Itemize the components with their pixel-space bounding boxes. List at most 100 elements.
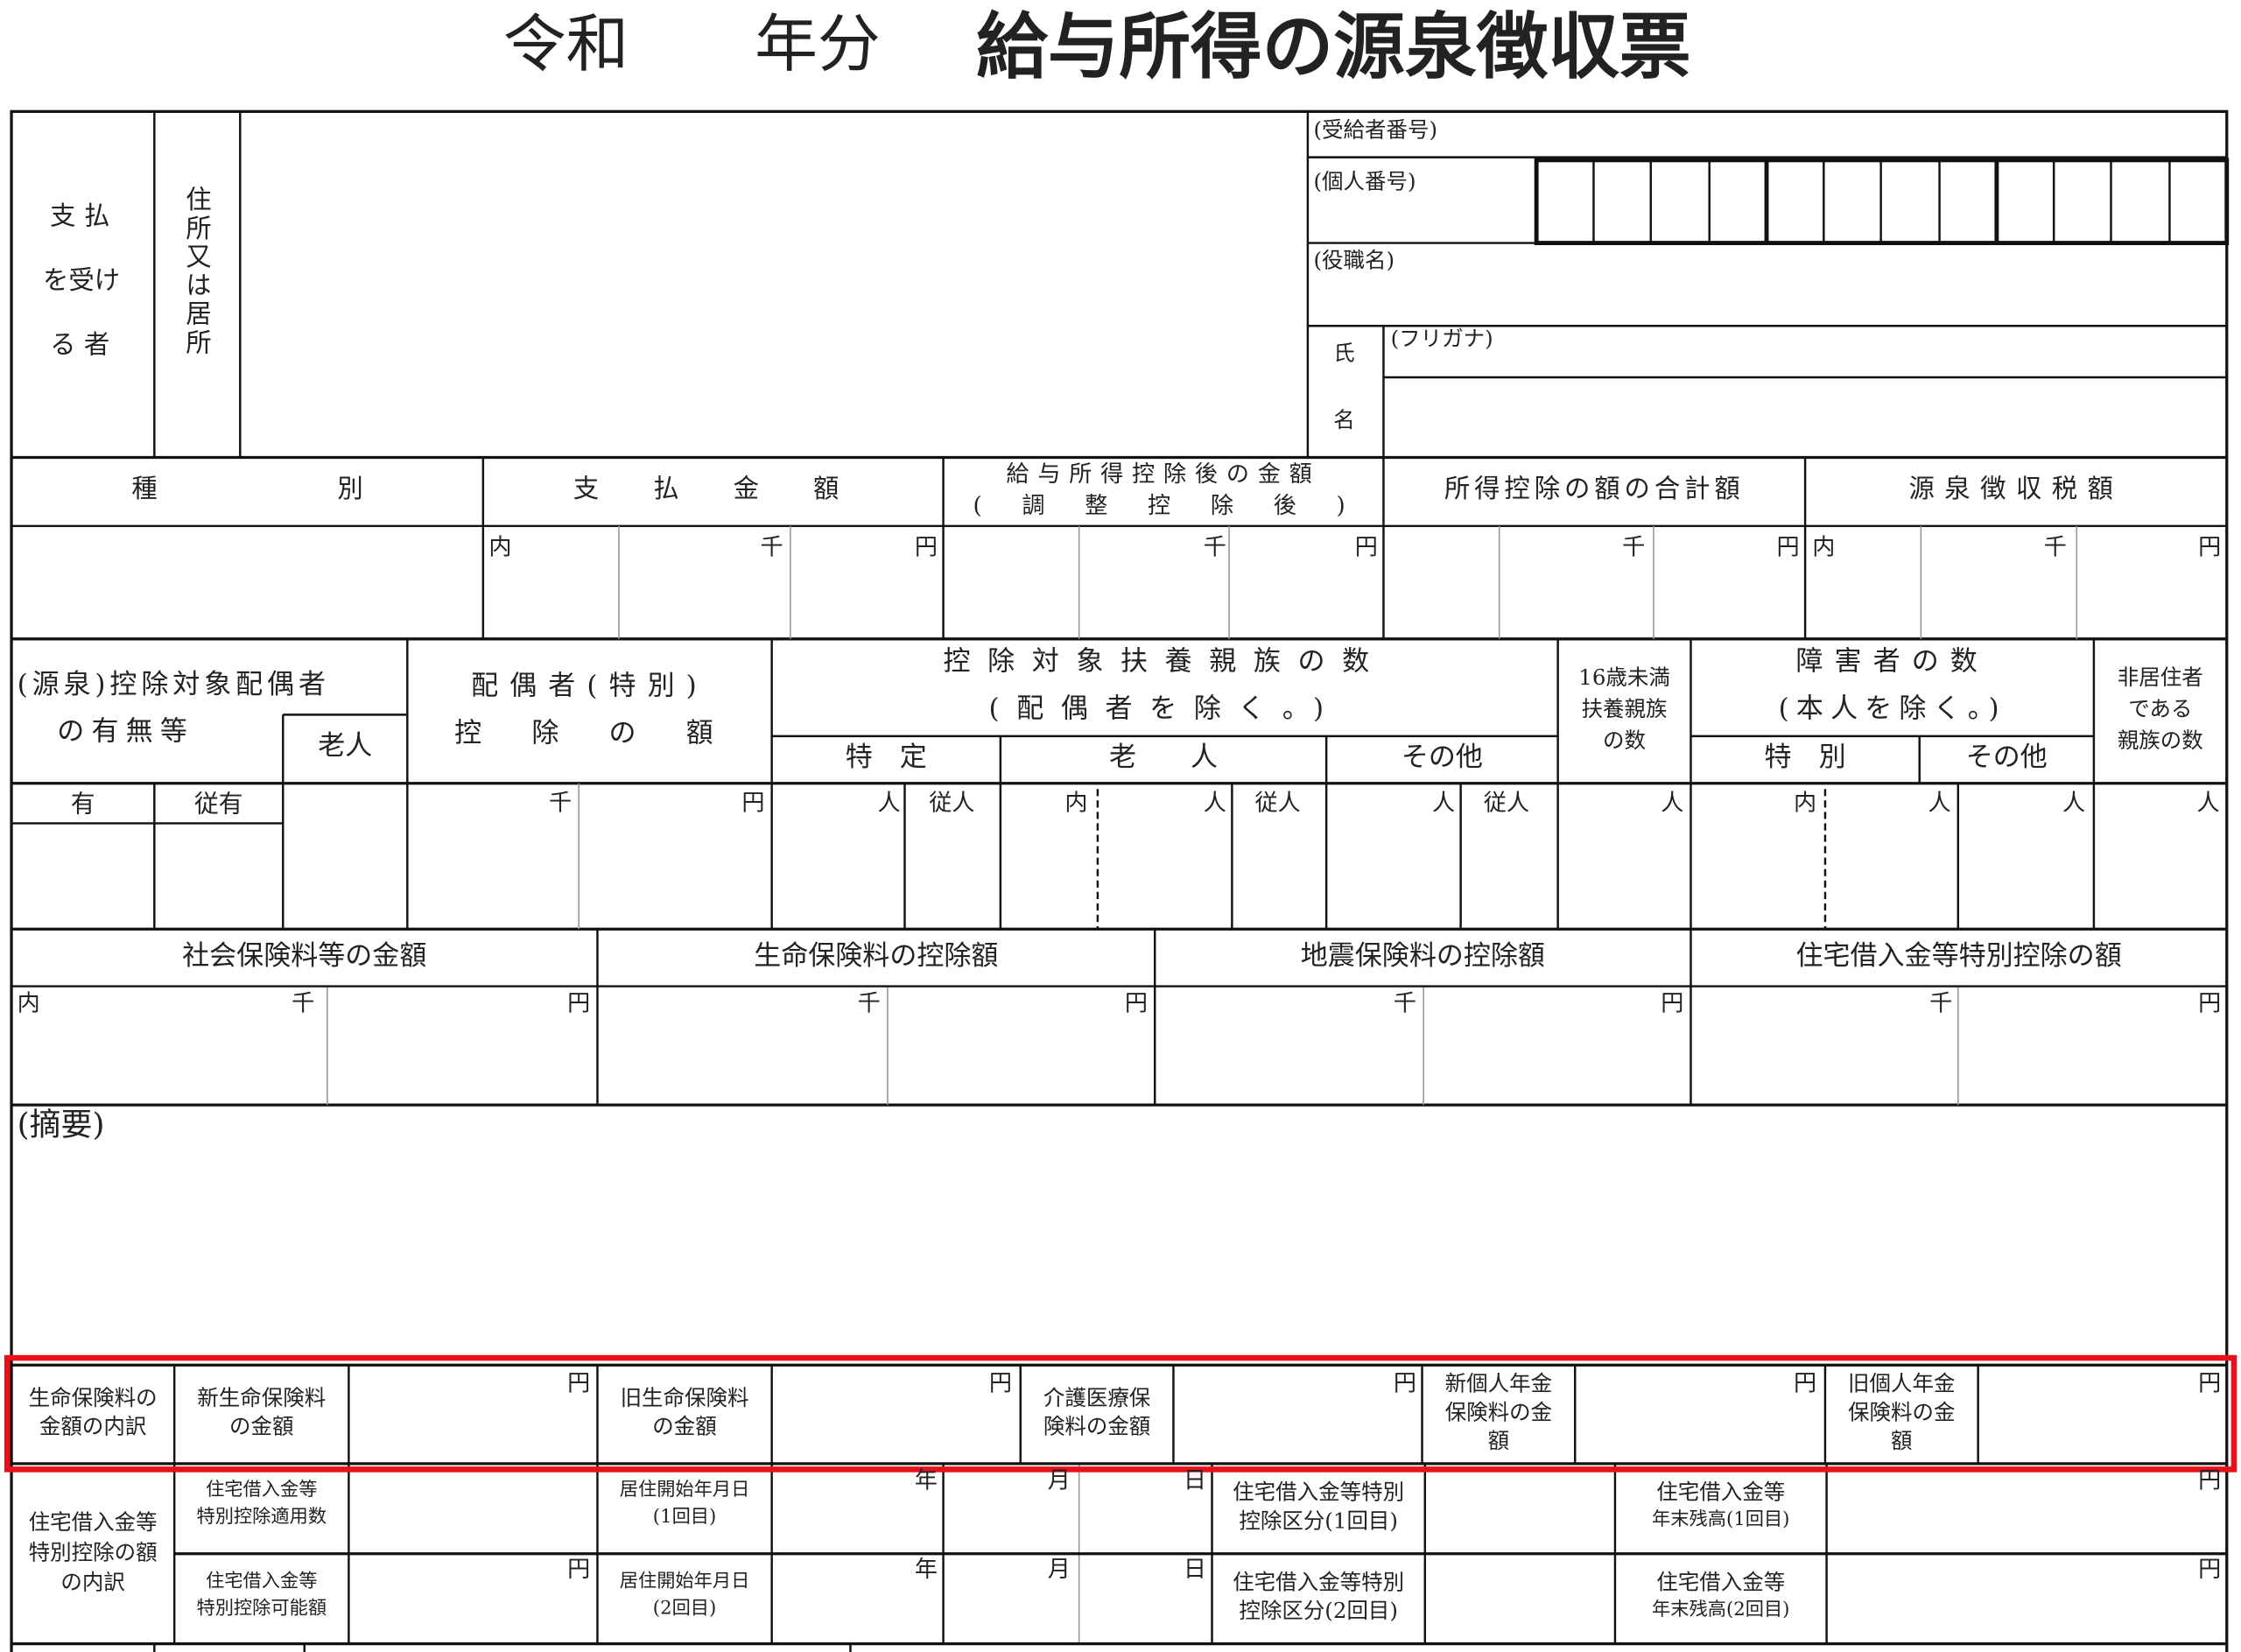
- balance-2-label-b: 年末残高(2回目): [1652, 1599, 1790, 1621]
- unit-thousand: 千: [1929, 988, 1953, 1016]
- new-pension-label-3: 額: [1487, 1428, 1510, 1454]
- name-label-2: 名: [1333, 407, 1355, 433]
- unit-year: 年: [914, 1466, 938, 1494]
- unit-thousand: 千: [1622, 532, 1646, 561]
- new-pension-label-1: 新個人年金: [1444, 1370, 1553, 1397]
- elderly-header: 老人: [318, 730, 373, 763]
- recipient-label-3: る 者: [50, 330, 110, 361]
- housing-breakdown-label-1: 住宅借入金等: [28, 1509, 158, 1536]
- social-insurance-header: 社会保険料等の金額: [182, 940, 427, 973]
- unit-thousand: 千: [1393, 988, 1417, 1016]
- remarks-label: (摘要): [17, 1107, 105, 1144]
- new-life-label-2: の金額: [229, 1413, 294, 1440]
- has-spouse-header: 有: [70, 790, 95, 819]
- address-field[interactable]: [243, 115, 1305, 455]
- old-pension-label-2: 保険料の金: [1848, 1399, 1956, 1425]
- category-1-label-a: 住宅借入金等特別: [1233, 1479, 1405, 1506]
- after-deduction-header-1: 給与所得控除後の金額: [1006, 460, 1321, 488]
- unit-inner: 内: [17, 988, 40, 1016]
- disabled-other-header: その他: [1965, 742, 2048, 774]
- category-1-label-b: 控除区分(1回目): [1239, 1508, 1398, 1534]
- new-pension-label-2: 保険料の金: [1444, 1399, 1553, 1425]
- disabled-header-1: 障害者の数: [1795, 645, 1989, 678]
- other-header: その他: [1401, 742, 1483, 774]
- possible-amount-label-2: 特別控除可能額: [196, 1598, 327, 1620]
- unit-yen: 円: [567, 1555, 591, 1583]
- unit-yen: 円: [2198, 1369, 2222, 1397]
- address-label: 住所又は居所: [181, 186, 212, 358]
- under16-header-1: 16歳未満: [1578, 664, 1670, 691]
- type-header: 種 別: [131, 475, 363, 505]
- unit-yen: 円: [2198, 532, 2222, 561]
- nonresident-header-1: 非居住者: [2117, 664, 2203, 691]
- unit-person: 人: [877, 789, 901, 817]
- old-header: 老 人: [1108, 742, 1219, 774]
- my-number-label: (個人番号): [1313, 168, 1416, 195]
- after-deduction-header-2: ( 調 整 控 除 後 ): [973, 491, 1354, 519]
- total-deductions-header: 所得控除の額の合計額: [1444, 475, 1745, 505]
- unit-inner: 内: [1812, 532, 1836, 561]
- category-2-label-a: 住宅借入金等特別: [1233, 1569, 1405, 1596]
- start-date-1-label-b: (1回目): [652, 1506, 717, 1529]
- unit-yen: 円: [1124, 988, 1149, 1016]
- unit-inner: 内: [1794, 789, 1817, 817]
- new-life-label-1: 新生命保険料: [197, 1385, 327, 1411]
- housing-breakdown-label-2: 特別控除の額: [28, 1539, 158, 1565]
- unit-yen: 円: [1393, 1369, 1417, 1397]
- housing-breakdown-label-3: の内訳: [60, 1569, 125, 1596]
- recipient-number-label: (受給者番号): [1313, 116, 1438, 144]
- nursing-label-1: 介護医療保: [1043, 1385, 1151, 1411]
- unit-yen: 円: [1776, 532, 1800, 561]
- unit-thousand: 千: [2043, 532, 2067, 561]
- balance-1-label-b: 年末残高(1回目): [1652, 1509, 1790, 1531]
- balance-2-label-a: 住宅借入金等: [1656, 1569, 1786, 1596]
- unit-thousand: 千: [292, 988, 315, 1016]
- recipient-label-2: を受け: [42, 265, 121, 296]
- disabled-header-2: (本人を除く。): [1778, 692, 2006, 725]
- unit-yen: 円: [567, 1369, 591, 1397]
- unit-person: 人: [2196, 789, 2220, 817]
- unit-yen: 円: [988, 1369, 1012, 1397]
- unit-yen: 円: [1354, 532, 1378, 561]
- unit-month: 月: [1047, 1555, 1071, 1583]
- unit-yen: 円: [1794, 1369, 1817, 1397]
- spouse-deduction-header-1: 配偶者(特別): [471, 670, 708, 702]
- unit-person: 人: [1928, 789, 1951, 817]
- old-life-label-2: の金額: [652, 1413, 717, 1440]
- nonresident-header-3: 親族の数: [2117, 728, 2203, 754]
- remarks-field[interactable]: [14, 1150, 2223, 1351]
- old-pension-label-3: 額: [1891, 1428, 1913, 1454]
- unit-thousand: 千: [548, 789, 573, 817]
- payment-header: 支 払 金 額: [573, 475, 854, 505]
- unit-person: 人: [1203, 789, 1226, 817]
- unit-inner: 内: [1064, 789, 1088, 817]
- specific-header: 特 定: [845, 742, 927, 774]
- furigana-label: (フリガナ): [1390, 326, 1493, 352]
- withholding-tax-header: 源泉徴収税額: [1908, 475, 2124, 505]
- start-date-2-label-a: 居住開始年月日: [619, 1571, 750, 1592]
- applicable-count-label-2: 特別控除適用数: [196, 1506, 327, 1529]
- unit-dependent-person: 従人: [1483, 789, 1530, 817]
- unit-yen: 円: [2198, 1466, 2222, 1494]
- old-life-label-1: 旧生命保険料: [620, 1385, 749, 1411]
- unit-dependent-person: 従人: [1254, 789, 1301, 817]
- start-date-2-label-b: (2回目): [652, 1598, 717, 1620]
- unit-month: 月: [1047, 1466, 1071, 1494]
- unit-thousand: 千: [857, 988, 881, 1016]
- unit-person: 人: [2062, 789, 2086, 817]
- spouse-deduction-header-2: 控 除 の 額: [454, 717, 725, 749]
- possible-amount-label-1: 住宅借入金等: [206, 1571, 318, 1592]
- unit-yen: 円: [914, 532, 938, 561]
- balance-1-label-a: 住宅借入金等: [1656, 1479, 1786, 1506]
- unit-yen: 円: [567, 988, 591, 1016]
- position-label: (役職名): [1313, 247, 1395, 273]
- spouse-header-2: の有無等: [57, 715, 195, 748]
- housing-loan-header: 住宅借入金等特別控除の額: [1795, 940, 2122, 973]
- spouse-header-1: (源泉)控除対象配偶者: [17, 669, 330, 701]
- name-label-1: 氏: [1333, 340, 1355, 366]
- recipient-label-1: 支 払: [50, 201, 110, 232]
- earthquake-insurance-header: 地震保険料の控除額: [1300, 940, 1545, 973]
- unit-day: 日: [1183, 1466, 1207, 1494]
- unit-day: 日: [1183, 1555, 1207, 1583]
